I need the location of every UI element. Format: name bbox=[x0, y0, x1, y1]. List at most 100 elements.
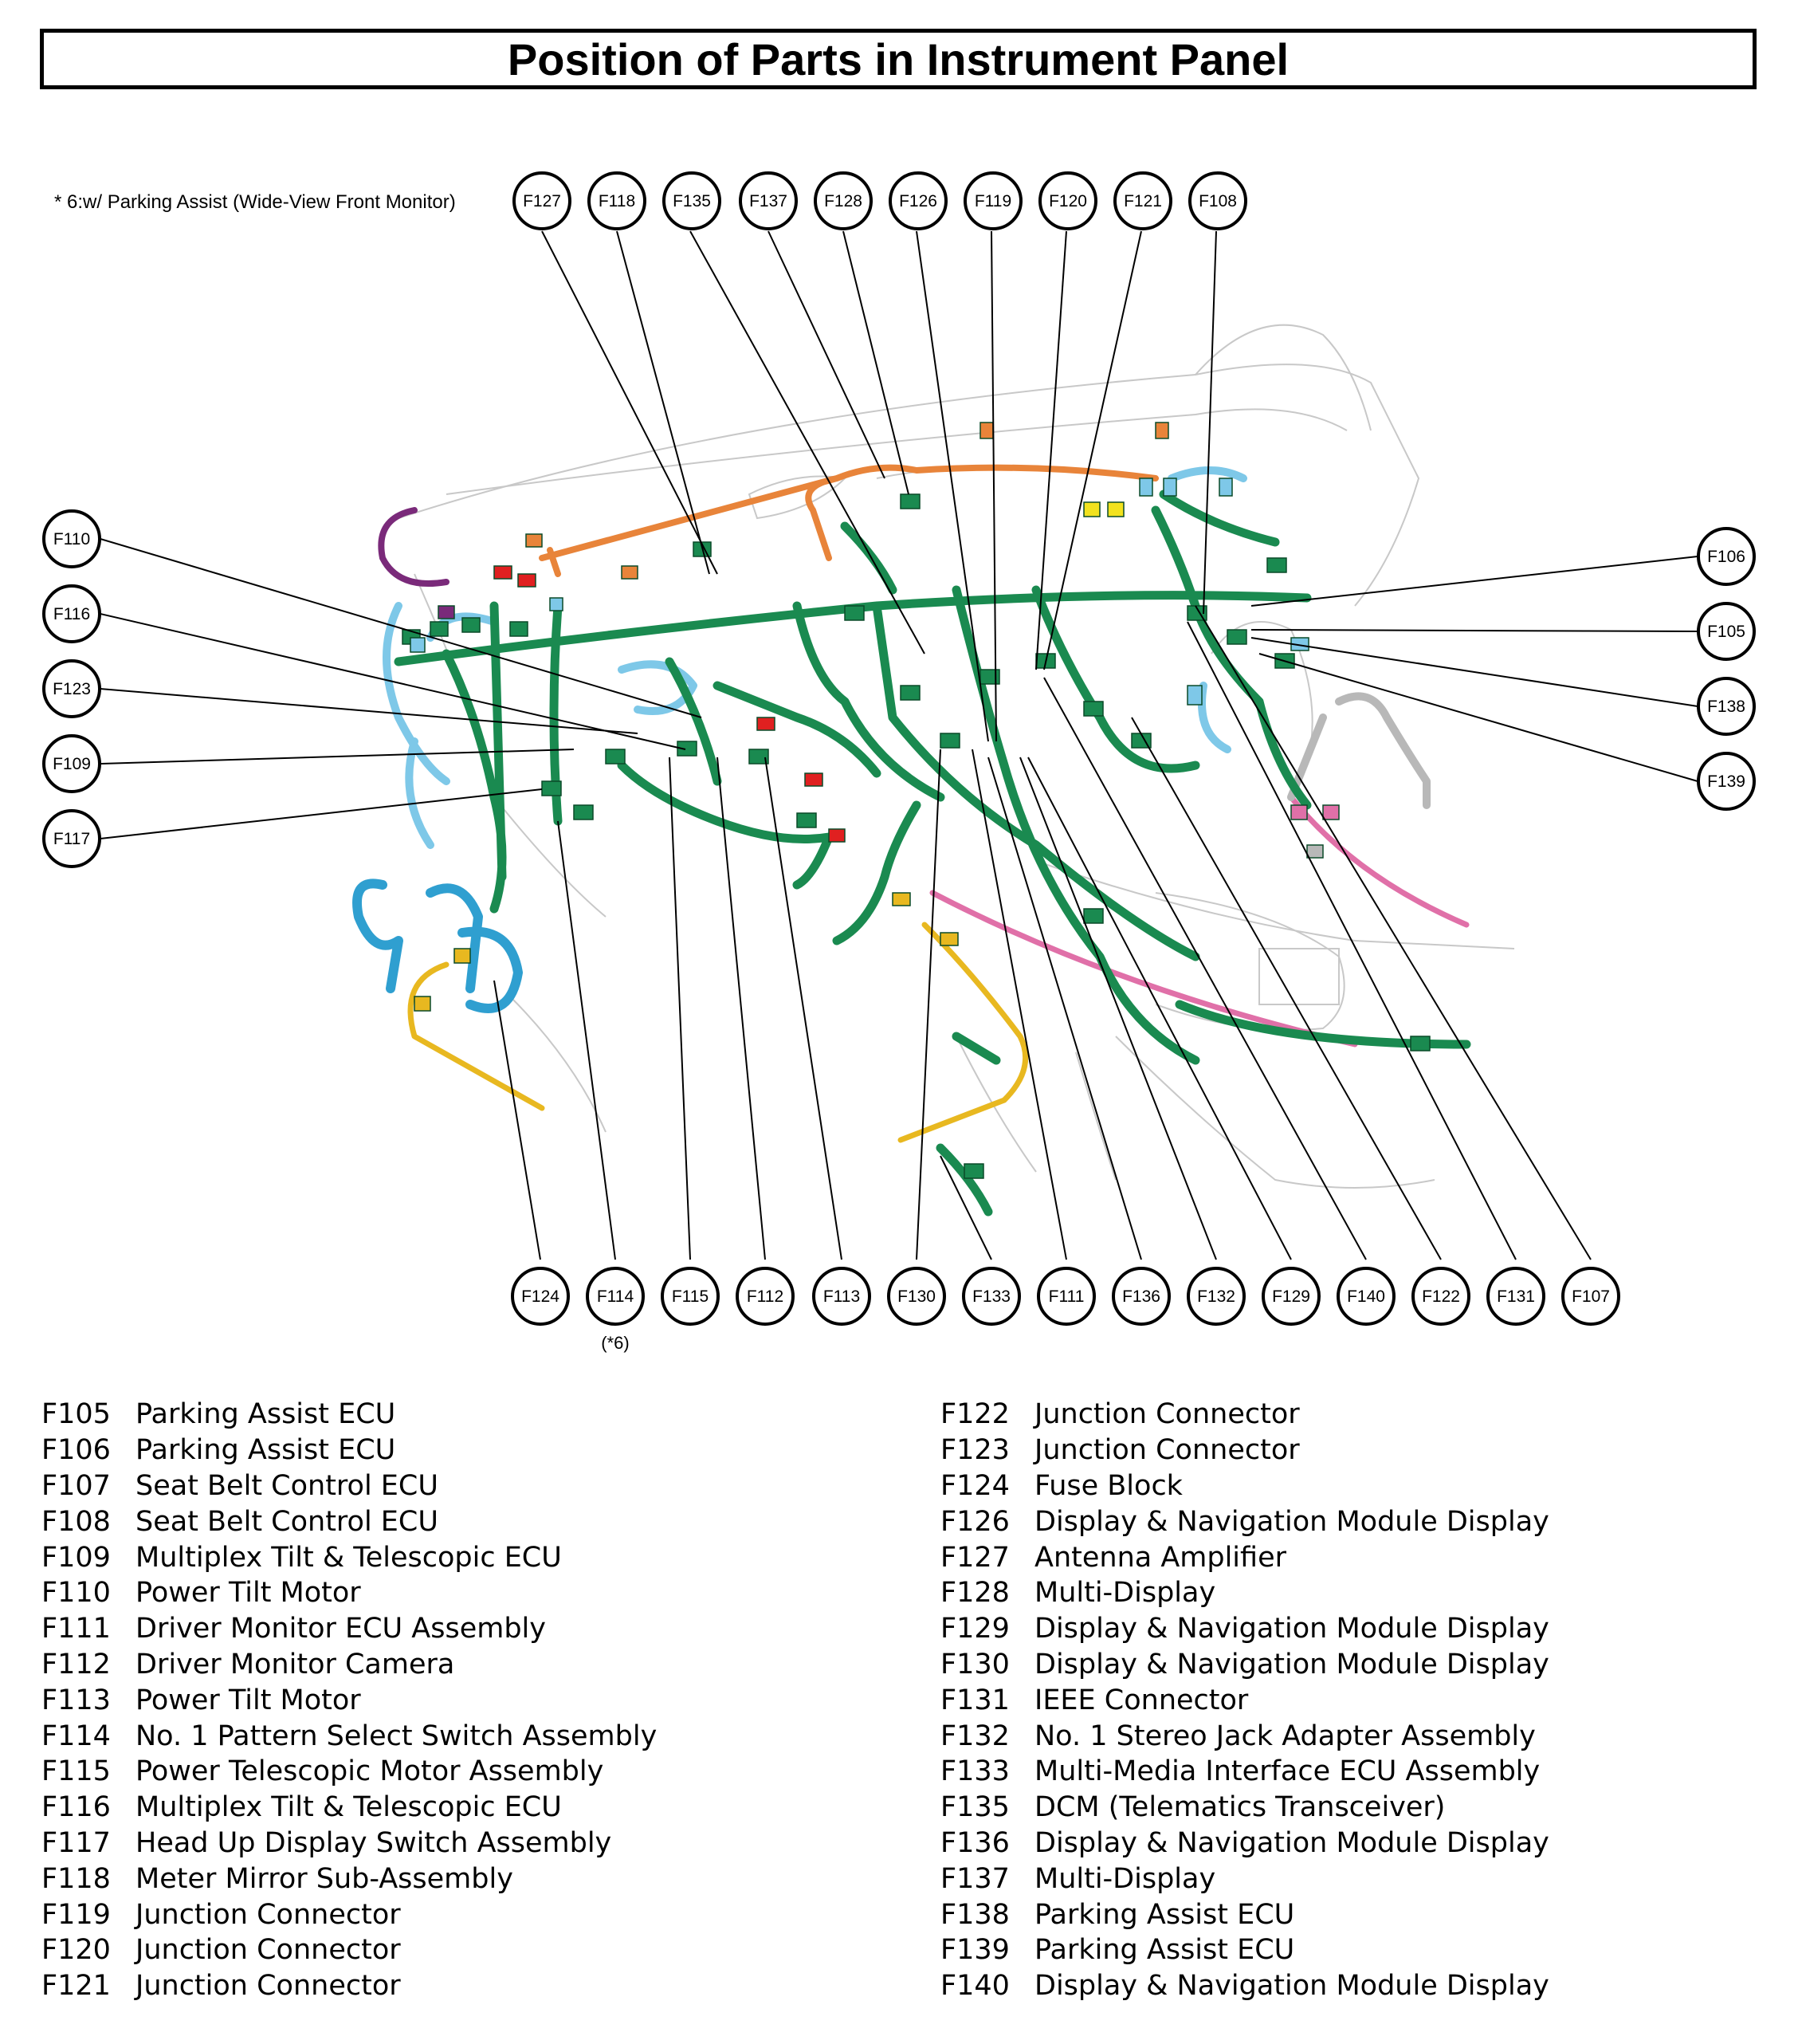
legend-code: F136 bbox=[940, 1826, 1010, 1859]
legend-name: Junction Connector bbox=[135, 1898, 401, 1931]
callout-label: F111 bbox=[1049, 1287, 1085, 1306]
connector bbox=[940, 733, 960, 749]
callout-f129: F129 bbox=[1262, 1267, 1321, 1326]
legend-name: Driver Monitor ECU Assembly bbox=[135, 1613, 546, 1645]
callout-label: F131 bbox=[1497, 1287, 1535, 1306]
callout-f138: F138 bbox=[1697, 677, 1756, 736]
legend-code: F126 bbox=[940, 1505, 1010, 1538]
connector bbox=[1227, 629, 1247, 645]
connector bbox=[1187, 685, 1203, 706]
connector bbox=[900, 685, 921, 701]
legend-name: Junction Connector bbox=[135, 1934, 401, 1967]
legend-name: Seat Belt Control ECU bbox=[135, 1469, 438, 1502]
legend-code: F130 bbox=[940, 1648, 1010, 1680]
legend-code: F138 bbox=[940, 1898, 1010, 1931]
legend-name: Parking Assist ECU bbox=[1034, 1898, 1295, 1931]
connector bbox=[549, 597, 563, 611]
callout-label: F140 bbox=[1347, 1287, 1385, 1306]
callout-f116: F116 bbox=[42, 584, 101, 643]
footnote: * 6:w/ Parking Assist (Wide-View Front M… bbox=[54, 191, 456, 213]
legend-item: F130 Display & Navigation Module Display bbox=[940, 1647, 1549, 1683]
legend-name: Parking Assist ECU bbox=[1034, 1934, 1295, 1967]
connector bbox=[1107, 501, 1125, 517]
callout-label: F109 bbox=[53, 755, 91, 773]
callout-label: F129 bbox=[1272, 1287, 1310, 1306]
callout-label: F113 bbox=[823, 1287, 860, 1306]
callout-label: F137 bbox=[749, 192, 787, 210]
callout-label: F133 bbox=[972, 1287, 1011, 1306]
legend-name: Display & Navigation Module Display bbox=[1034, 1505, 1549, 1538]
legend-code: F127 bbox=[940, 1541, 1010, 1574]
legend-name: Seat Belt Control ECU bbox=[135, 1505, 438, 1538]
callout-f127: F127 bbox=[512, 171, 571, 230]
callout-label: F139 bbox=[1707, 772, 1745, 791]
legend-name: Power Tilt Motor bbox=[135, 1577, 361, 1610]
callout-label: F123 bbox=[53, 680, 91, 698]
legend-code: F105 bbox=[41, 1398, 111, 1431]
legend-name: Head Up Display Switch Assembly bbox=[135, 1826, 612, 1859]
callout-f139: F139 bbox=[1697, 752, 1756, 811]
callout-f132: F132 bbox=[1187, 1267, 1246, 1326]
connector bbox=[1410, 1036, 1431, 1051]
harness-main bbox=[394, 489, 1471, 1217]
callout-label: F108 bbox=[1199, 192, 1237, 210]
callout-f112: F112 bbox=[736, 1267, 795, 1326]
legend-code: F121 bbox=[41, 1970, 111, 2003]
legend-name: DCM (Telematics Transceiver) bbox=[1034, 1791, 1446, 1824]
legend-code: F139 bbox=[940, 1934, 1010, 1967]
legend-name: Antenna Amplifier bbox=[1034, 1541, 1286, 1574]
callout-f114: F114 bbox=[586, 1267, 645, 1326]
callout-f122: F122 bbox=[1411, 1267, 1470, 1326]
connector bbox=[964, 1163, 984, 1179]
connector bbox=[621, 565, 638, 580]
legend-name: Display & Navigation Module Display bbox=[1034, 1613, 1549, 1645]
connector bbox=[892, 892, 911, 906]
harness-blue bbox=[352, 879, 523, 1013]
legend-name: Junction Connector bbox=[1034, 1398, 1300, 1431]
callout-f120: F120 bbox=[1038, 171, 1097, 230]
legend-name: Power Telescopic Motor Assembly bbox=[135, 1755, 604, 1788]
legend-item: F127 Antenna Amplifier bbox=[940, 1539, 1549, 1575]
legend-code: F110 bbox=[41, 1577, 111, 1610]
callout-f108: F108 bbox=[1188, 171, 1247, 230]
legend-code: F131 bbox=[940, 1684, 1010, 1716]
callout-label: F106 bbox=[1707, 548, 1745, 566]
title-box: Position of Parts in Instrument Panel bbox=[40, 29, 1757, 89]
legend-name: Fuse Block bbox=[1034, 1469, 1183, 1502]
callout-label: F116 bbox=[53, 605, 90, 623]
callout-f117: F117 bbox=[42, 809, 101, 868]
connector bbox=[1083, 908, 1104, 924]
instrument-panel-diagram: F127 F118 F135 F137 F128 F126 F119 F120 … bbox=[42, 171, 1756, 1353]
connector bbox=[979, 422, 994, 439]
callout-f140: F140 bbox=[1337, 1267, 1396, 1326]
harness-pink bbox=[929, 794, 1470, 1048]
legend-item: F110 Power Tilt Motor bbox=[41, 1575, 657, 1611]
connector bbox=[677, 741, 697, 757]
legend-code: F118 bbox=[41, 1862, 111, 1895]
legend-code: F123 bbox=[940, 1434, 1010, 1467]
legend-code: F117 bbox=[41, 1826, 111, 1859]
legend-code: F106 bbox=[41, 1434, 111, 1467]
legend-name: Parking Assist ECU bbox=[135, 1434, 396, 1467]
callout-f118: F118 bbox=[587, 171, 646, 230]
legend-name: Display & Navigation Module Display bbox=[1034, 1648, 1549, 1680]
callout-label: F124 bbox=[521, 1287, 559, 1306]
connector bbox=[1155, 422, 1169, 439]
callout-f119: F119 bbox=[964, 171, 1023, 230]
connector bbox=[541, 780, 562, 796]
connector bbox=[796, 812, 817, 828]
callout-label: F117 bbox=[53, 830, 90, 848]
legend-item: F139 Parking Assist ECU bbox=[940, 1932, 1549, 1968]
